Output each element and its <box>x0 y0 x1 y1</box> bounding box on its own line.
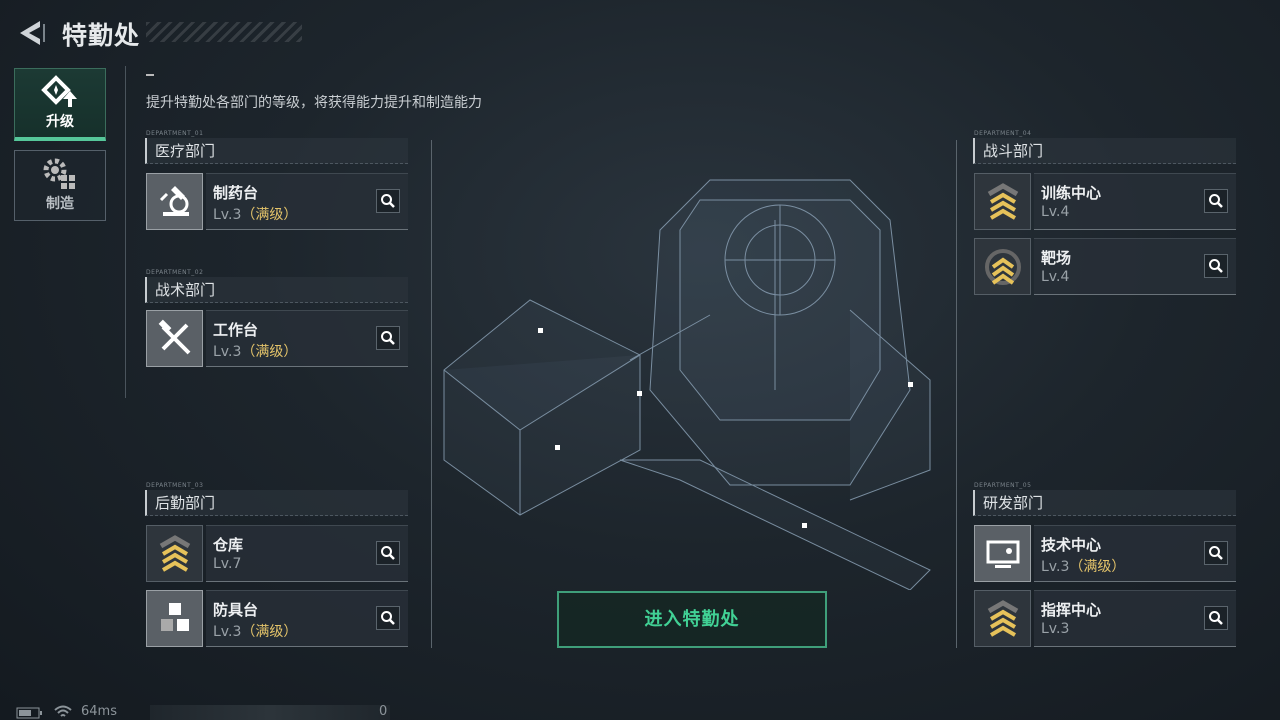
facility-level: Lv.4 <box>1041 269 1070 285</box>
search-icon <box>381 194 395 208</box>
facility-name: 制药台 <box>213 184 259 202</box>
department-header: 后勤部门 <box>145 490 408 516</box>
search-icon <box>381 331 395 345</box>
inspect-button[interactable] <box>1204 606 1228 630</box>
bracket-right <box>956 140 957 648</box>
divider <box>125 66 126 398</box>
microscope-icon <box>146 173 203 230</box>
counter-value: 0 <box>379 704 388 719</box>
description: 提升特勤处各部门的等级，将获得能力提升和制造能力 <box>146 95 482 111</box>
chevron-rank-icon <box>146 525 203 582</box>
facility-name: 指挥中心 <box>1041 601 1102 619</box>
page-title: 特勤处 <box>62 21 141 50</box>
department-header: 战斗部门 <box>973 138 1236 164</box>
max-level-badge: （满级） <box>1069 559 1126 575</box>
cubes-icon <box>146 590 203 647</box>
tools-icon <box>146 310 203 367</box>
enter-button[interactable]: 进入特勤处 <box>557 591 827 648</box>
facility-card[interactable]: 指挥中心 Lv.3 <box>974 590 1236 647</box>
inspect-button[interactable] <box>376 606 400 630</box>
ping-value: 64ms <box>81 704 117 719</box>
department-code: DEPARTMENT_04 <box>974 130 1032 137</box>
target-rank-icon <box>974 238 1031 295</box>
department-code: DEPARTMENT_05 <box>974 482 1032 489</box>
dash <box>146 74 154 76</box>
facility-card[interactable]: 仓库 Lv.7 <box>146 525 408 582</box>
facility-level: Lv.3 <box>1041 621 1070 637</box>
max-level-badge: （满级） <box>241 624 298 640</box>
back-arrow-icon[interactable] <box>16 18 46 48</box>
bracket-left <box>431 140 432 648</box>
department-header: 战术部门 <box>145 277 408 303</box>
monitor-icon <box>974 525 1031 582</box>
tab-craft-label: 制造 <box>46 196 74 212</box>
counter-bar <box>150 705 390 720</box>
inspect-button[interactable] <box>376 326 400 350</box>
facility-card[interactable]: 工作台 Lv.3（满级） <box>146 310 408 367</box>
facility-level: Lv.4 <box>1041 204 1070 220</box>
search-icon <box>1209 194 1223 208</box>
wifi-icon <box>54 705 72 717</box>
tab-craft[interactable]: 制造 <box>14 150 106 221</box>
search-icon <box>1209 259 1223 273</box>
inspect-button[interactable] <box>1204 254 1228 278</box>
facility-name: 仓库 <box>213 536 244 554</box>
search-icon <box>381 611 395 625</box>
gear-grid-icon <box>43 158 75 189</box>
inspect-button[interactable] <box>1204 189 1228 213</box>
chevron-rank-icon <box>974 173 1031 230</box>
chevron-rank-icon <box>974 590 1031 647</box>
inspect-button[interactable] <box>1204 541 1228 565</box>
facility-card[interactable]: 靶场 Lv.4 <box>974 238 1236 295</box>
facility-name: 靶场 <box>1041 249 1072 267</box>
search-icon <box>1209 546 1223 560</box>
max-level-badge: （满级） <box>241 207 298 223</box>
department-header: 医疗部门 <box>145 138 408 164</box>
department-code: DEPARTMENT_01 <box>146 130 204 137</box>
facility-name: 训练中心 <box>1041 184 1102 202</box>
facility-level: Lv.7 <box>213 556 242 572</box>
facility-level: Lv.3 <box>1041 559 1070 575</box>
tab-upgrade[interactable]: 升级 <box>14 68 106 141</box>
title-decoration <box>146 22 302 42</box>
department-code: DEPARTMENT_02 <box>146 269 204 276</box>
battery-icon <box>16 707 42 719</box>
facility-card[interactable]: 技术中心 Lv.3（满级） <box>974 525 1236 582</box>
search-icon <box>381 546 395 560</box>
facility-name: 技术中心 <box>1041 536 1102 554</box>
facility-name: 工作台 <box>213 321 259 339</box>
facility-level: Lv.3 <box>213 344 242 360</box>
facility-card[interactable]: 防具台 Lv.3（满级） <box>146 590 408 647</box>
upgrade-icon <box>41 75 77 107</box>
building-blueprint <box>443 179 931 590</box>
inspect-button[interactable] <box>376 189 400 213</box>
tab-upgrade-label: 升级 <box>46 114 74 130</box>
inspect-button[interactable] <box>376 541 400 565</box>
facility-name: 防具台 <box>213 601 259 619</box>
department-code: DEPARTMENT_03 <box>146 482 204 489</box>
facility-level: Lv.3 <box>213 207 242 223</box>
max-level-badge: （满级） <box>241 344 298 360</box>
facility-card[interactable]: 训练中心 Lv.4 <box>974 173 1236 230</box>
department-header: 研发部门 <box>973 490 1236 516</box>
search-icon <box>1209 611 1223 625</box>
facility-card[interactable]: 制药台 Lv.3（满级） <box>146 173 408 230</box>
facility-level: Lv.3 <box>213 624 242 640</box>
